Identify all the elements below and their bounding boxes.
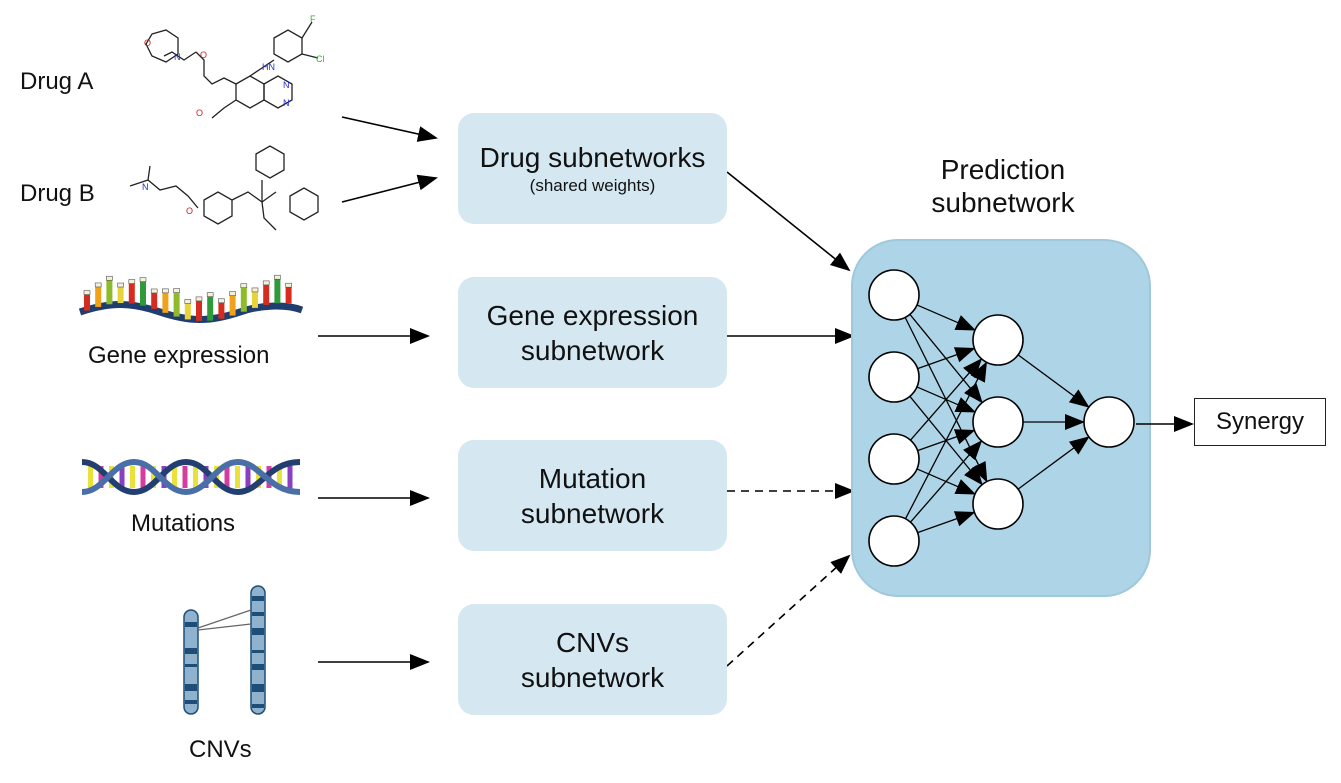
nn-edge-l1-2-l2-0 <box>909 358 983 441</box>
nn-node <box>868 433 920 485</box>
svg-text:N: N <box>142 182 149 192</box>
synergy-label: Synergy <box>1215 408 1305 435</box>
prediction-title-line1: Prediction <box>940 154 1066 185</box>
svg-text:O: O <box>144 38 151 48</box>
nn-edge-l1-1-l2-0 <box>917 347 976 370</box>
svg-text:HN: HN <box>262 62 275 72</box>
nn-node <box>972 396 1024 448</box>
svg-text:O: O <box>186 206 193 216</box>
drug-a-molecule-icon <box>145 21 319 119</box>
gene-expression-label: Gene expression <box>88 342 270 369</box>
mutations-label: Mutations <box>131 510 236 537</box>
nn-edge-l1-3-l2-2 <box>917 511 976 534</box>
synergy-output-box: Synergy <box>1194 398 1326 446</box>
arrow-drug-to-prediction <box>726 171 851 272</box>
drug-subnetworks-title: Drug subnetworks <box>479 142 706 173</box>
nn-node <box>972 314 1024 366</box>
gene-expression-subnetwork-title-1: Gene expression <box>486 299 699 331</box>
nn-edge-l1-0-l2-0 <box>916 304 976 331</box>
svg-text:F: F <box>310 14 316 24</box>
mutation-subnetwork-title-1: Mutation <box>538 462 647 494</box>
drug-subnetworks-note: (shared weights) <box>529 176 656 195</box>
nn-edge-l1-3-l2-1 <box>909 440 983 523</box>
nn-node <box>868 515 920 567</box>
gene-expression-subnetwork-box: Gene expression subnetwork <box>458 277 727 388</box>
drug-subnetworks-box: Drug subnetworks (shared weights) <box>458 113 727 224</box>
gene-expression-icon <box>78 274 304 323</box>
drug-b-molecule-icon <box>129 145 319 231</box>
svg-text:O: O <box>200 50 207 60</box>
svg-text:O: O <box>196 108 203 118</box>
cnvs-label: CNVs <box>189 736 252 763</box>
nn-edge-l2-2-out <box>1017 436 1090 490</box>
svg-text:N: N <box>283 80 290 90</box>
nn-edge-l2-0-out <box>1017 354 1090 408</box>
cnvs-chromosome-icon <box>183 585 266 715</box>
mutation-subnetwork-box: Mutation subnetwork <box>458 440 727 551</box>
arrow-drug-a <box>341 116 438 142</box>
prediction-title-line2: subnetwork <box>931 187 1075 218</box>
cnvs-subnetwork-title-2: subnetwork <box>520 661 665 693</box>
nn-node <box>868 269 920 321</box>
mutations-dna-icon <box>81 458 301 496</box>
svg-text:Cl: Cl <box>316 54 325 64</box>
cnvs-subnetwork-box: CNVs subnetwork <box>458 604 727 715</box>
drug-b-atom-labels: N O <box>142 182 193 216</box>
gene-expression-subnetwork-title-2: subnetwork <box>520 334 665 366</box>
drug-b-label: Drug B <box>20 180 95 207</box>
svg-text:N: N <box>174 52 181 62</box>
nn-node <box>868 351 920 403</box>
prediction-subnetwork-title: Prediction subnetwork <box>903 153 1103 219</box>
arrow-drug-b <box>341 174 438 203</box>
svg-text:N: N <box>283 98 290 108</box>
mutation-subnetwork-title-2: subnetwork <box>520 497 665 529</box>
drug-a-atom-labels: HN F Cl O O O N N N <box>144 14 325 118</box>
nn-edge-l1-3-l2-0 <box>904 361 987 520</box>
nn-node <box>972 478 1024 530</box>
drug-a-label: Drug A <box>20 68 94 95</box>
cnvs-subnetwork-title-1: CNVs <box>555 626 630 658</box>
neural-network <box>868 269 1135 567</box>
nn-node <box>1083 396 1135 448</box>
arrow-cnvs-to-prediction <box>726 554 851 667</box>
